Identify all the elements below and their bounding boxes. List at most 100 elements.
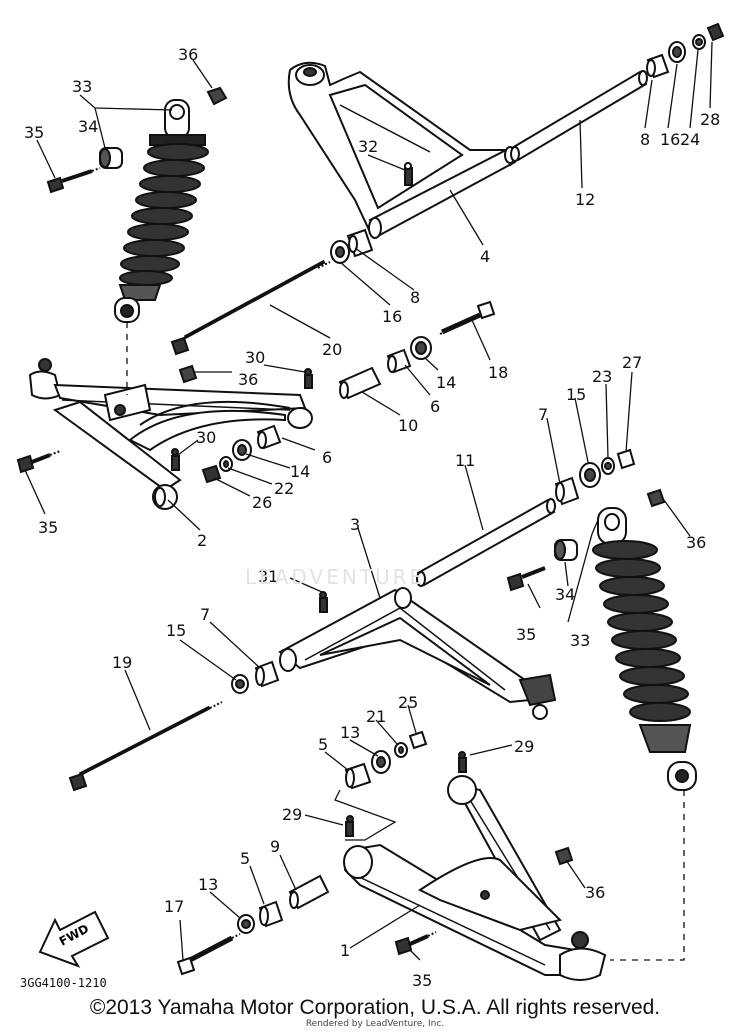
callout-14: 14	[436, 373, 456, 392]
shaft-12	[510, 70, 648, 162]
bolt-35-right	[506, 566, 546, 592]
callout-34: 34	[78, 117, 98, 136]
shaft-11	[416, 498, 556, 587]
callout-33: 33	[72, 77, 92, 96]
callout-labels: 36 33 35 34 8 16 24 28 32 12 4 8 16 20 1…	[24, 45, 720, 990]
callout-33: 33	[570, 631, 590, 650]
collar-9	[288, 874, 330, 910]
right-bushings-7-15-23-27	[554, 448, 636, 506]
callout-31: 31	[258, 567, 278, 586]
callout-29: 29	[514, 737, 534, 756]
callout-7: 7	[200, 605, 210, 624]
nut-36-right	[646, 488, 666, 508]
bushings-15-7-left	[231, 660, 280, 694]
callout-2: 2	[197, 531, 207, 550]
upper-shock-absorber	[114, 99, 209, 323]
bushing-34-right	[554, 539, 578, 561]
nut-36-upper	[206, 86, 228, 106]
callout-32: 32	[358, 137, 378, 156]
callout-20: 20	[322, 340, 342, 359]
bushing-14-upper	[410, 336, 432, 360]
callout-23: 23	[592, 367, 612, 386]
bolt-19	[68, 701, 223, 792]
bushing-34-upper	[99, 147, 123, 169]
grease-fitting-29b	[345, 815, 354, 837]
nut-36-a-arm	[178, 364, 198, 384]
a-arm-2	[28, 358, 313, 510]
callout-16: 16	[660, 130, 680, 149]
nut-36-lower	[554, 846, 574, 866]
callout-34: 34	[555, 585, 575, 604]
grease-fitting-29a	[458, 751, 467, 773]
callout-8: 8	[410, 288, 420, 307]
a-arm-1	[343, 775, 607, 981]
callout-15: 15	[566, 385, 586, 404]
watermark: LEADVENTURE	[245, 565, 426, 589]
washer-22-nut-26	[201, 456, 233, 484]
callout-5: 5	[240, 849, 250, 868]
callout-26: 26	[252, 493, 272, 512]
grease-fitting-30-lower	[171, 448, 180, 471]
bolt-35-upper	[46, 167, 101, 194]
callout-11: 11	[455, 451, 475, 470]
bushing-6-upper	[386, 348, 412, 374]
grease-fitting-30-upper	[304, 368, 313, 389]
bolt-17	[176, 933, 241, 976]
bushings-5-13-21-25	[344, 730, 428, 790]
callout-28: 28	[700, 110, 720, 129]
rendered-by-note: Rendered by LeadVenture, Inc.	[305, 1019, 445, 1029]
callout-35: 35	[24, 123, 44, 142]
bolt-35-left	[16, 450, 61, 474]
leader-lines	[24, 41, 713, 961]
callout-6: 6	[430, 397, 440, 416]
callout-21: 21	[366, 707, 386, 726]
callout-10: 10	[398, 416, 418, 435]
shock-mount-dashed-lines	[126, 322, 685, 961]
diagram-part-code: 3GG4100-1210	[20, 976, 107, 990]
callout-35: 35	[516, 625, 536, 644]
bolt-20	[170, 259, 331, 356]
callout-29: 29	[282, 805, 302, 824]
callout-13: 13	[340, 723, 360, 742]
right-shock-absorber	[592, 507, 697, 791]
a-arm-3	[278, 587, 557, 720]
callout-18: 18	[488, 363, 508, 382]
callout-6: 6	[322, 448, 332, 467]
callout-15: 15	[166, 621, 186, 640]
callout-19: 19	[112, 653, 132, 672]
callout-30: 30	[245, 348, 265, 367]
callout-36: 36	[585, 883, 605, 902]
callout-8: 8	[640, 130, 650, 149]
callout-3: 3	[350, 515, 360, 534]
callout-4: 4	[480, 247, 490, 266]
callout-36: 36	[686, 533, 706, 552]
callout-7: 7	[538, 405, 548, 424]
callout-35: 35	[38, 518, 58, 537]
callout-14: 14	[290, 462, 310, 481]
callout-35: 35	[412, 971, 432, 990]
callout-36: 36	[238, 370, 258, 389]
bushings-6-14-lower	[232, 424, 282, 461]
callout-5: 5	[318, 735, 328, 754]
callout-22: 22	[274, 479, 294, 498]
upper-right-bushings	[646, 22, 725, 79]
copyright-notice: ©2013 Yamaha Motor Corporation, U.S.A. A…	[89, 996, 661, 1019]
grease-fitting-31	[319, 591, 328, 613]
callout-16: 16	[382, 307, 402, 326]
callout-27: 27	[622, 353, 642, 372]
bolt-18	[439, 300, 496, 335]
upper-a-arm-4	[287, 61, 517, 239]
callout-1: 1	[340, 941, 350, 960]
callout-17: 17	[164, 897, 184, 916]
fwd-arrow-icon: FWD	[38, 910, 110, 968]
callout-36: 36	[178, 45, 198, 64]
callout-12: 12	[575, 190, 595, 209]
collar-10	[338, 366, 382, 400]
grease-fitting-32	[404, 162, 413, 186]
upper-inner-bushings	[330, 228, 374, 264]
callout-13: 13	[198, 875, 218, 894]
callout-30: 30	[196, 428, 216, 447]
callout-25: 25	[398, 693, 418, 712]
bolt-35-lower	[394, 931, 437, 956]
